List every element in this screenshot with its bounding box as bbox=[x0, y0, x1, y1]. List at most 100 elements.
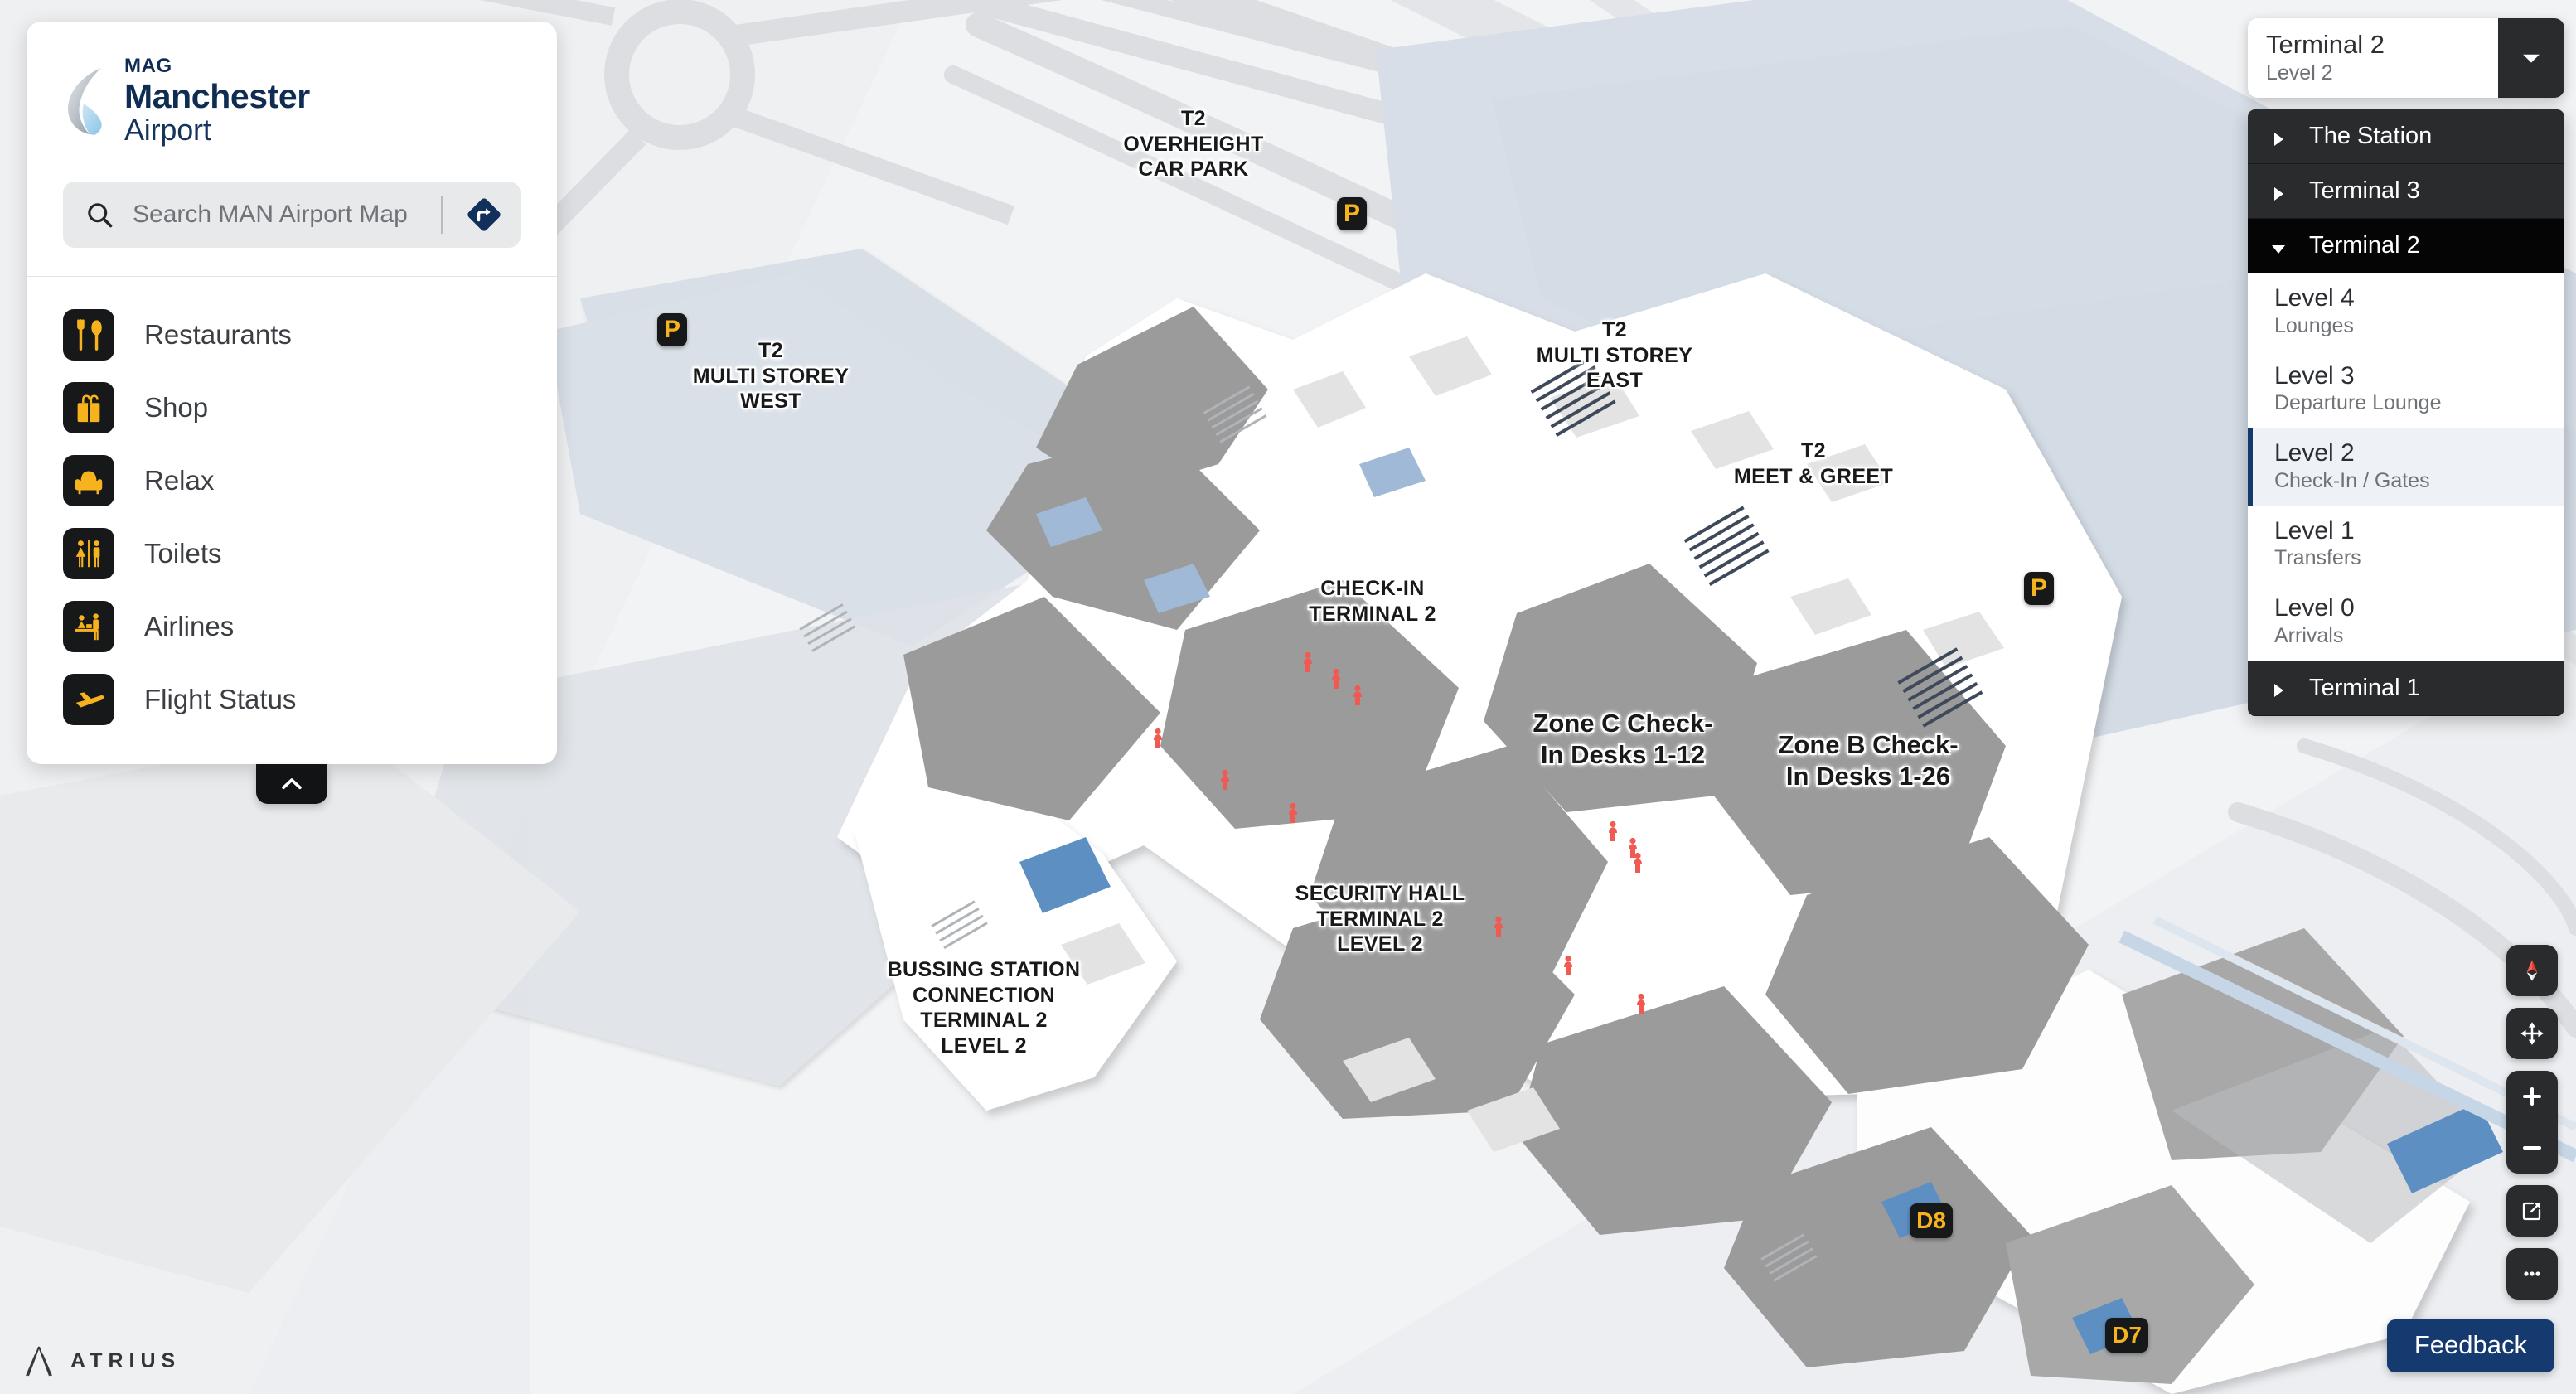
triangle-right-icon bbox=[2269, 128, 2288, 146]
parking-marker[interactable]: P bbox=[2024, 572, 2054, 605]
brand-logo[interactable]: MAG Manchester Airport bbox=[63, 56, 521, 145]
category-item-label: Relax bbox=[144, 465, 215, 496]
terminal-group-terminal-2[interactable]: Terminal 2 bbox=[2248, 219, 2564, 273]
terminal-group-label: Terminal 2 bbox=[2309, 232, 2420, 259]
zoom-in-icon bbox=[2523, 1087, 2541, 1106]
person-marker-icon bbox=[1629, 837, 1637, 858]
open-external-button[interactable] bbox=[2506, 1185, 2558, 1237]
compass-button[interactable] bbox=[2506, 945, 2558, 996]
category-item-label: Flight Status bbox=[144, 684, 297, 714]
check-in-desk-icon bbox=[63, 601, 114, 652]
terminal-group-label: The Station bbox=[2309, 123, 2433, 149]
dropdown-notch bbox=[2508, 109, 2535, 110]
level-name: Level 3 bbox=[2274, 361, 2355, 390]
sidebar-header: MAG Manchester Airport bbox=[27, 22, 557, 276]
terminal-group-the-station[interactable]: The Station bbox=[2248, 109, 2564, 164]
category-item-shop[interactable]: Shop bbox=[27, 371, 557, 444]
atrius-wordmark: ATRIUS bbox=[70, 1348, 182, 1372]
cutlery-icon bbox=[63, 309, 114, 361]
logo-sub-text: Airport bbox=[124, 113, 211, 147]
person-marker-icon bbox=[1304, 651, 1312, 672]
category-item-label: Shop bbox=[144, 392, 209, 423]
person-marker-icon bbox=[1353, 685, 1362, 705]
category-item-label: Toilets bbox=[144, 538, 222, 569]
person-marker-icon bbox=[1564, 955, 1572, 975]
more-options-button[interactable] bbox=[2506, 1248, 2558, 1300]
shopping-bag-icon bbox=[63, 382, 114, 433]
level-description: Transfers bbox=[2274, 546, 2361, 570]
current-terminal-label: Terminal 2 bbox=[2266, 29, 2385, 59]
category-item-restaurants[interactable]: Restaurants bbox=[27, 298, 557, 371]
compass-icon bbox=[2526, 960, 2538, 981]
logo-name-text: Manchester bbox=[124, 77, 310, 115]
level-name: Level 4 bbox=[2274, 284, 2355, 312]
terminal-group-terminal-1[interactable]: Terminal 1 bbox=[2248, 661, 2564, 716]
search-divider bbox=[441, 196, 443, 234]
armchair-icon bbox=[63, 455, 114, 506]
parking-marker[interactable]: P bbox=[1337, 197, 1367, 230]
gate-marker-d7[interactable]: D7 bbox=[2105, 1318, 2148, 1353]
zoom-out-button[interactable] bbox=[2506, 1122, 2558, 1174]
terminal-group-label: Terminal 1 bbox=[2309, 674, 2420, 701]
sidebar-panel: MAG Manchester Airport bbox=[27, 22, 557, 804]
terminal-selector-header[interactable]: Terminal 2 Level 2 bbox=[2248, 18, 2564, 98]
sidebar-collapse-button[interactable] bbox=[256, 764, 327, 804]
airplane-icon bbox=[63, 674, 114, 725]
pan-button[interactable] bbox=[2506, 1008, 2558, 1059]
category-item-relax[interactable]: Relax bbox=[27, 444, 557, 517]
person-marker-icon bbox=[1494, 916, 1503, 937]
zoom-out-icon bbox=[2523, 1146, 2541, 1150]
triangle-down-icon bbox=[2269, 237, 2288, 255]
category-item-label: Restaurants bbox=[144, 319, 292, 350]
zoom-control-group bbox=[2506, 1071, 2558, 1174]
current-level-label: Level 2 bbox=[2266, 61, 2333, 85]
level-description: Arrivals bbox=[2274, 623, 2344, 647]
level-name: Level 2 bbox=[2274, 439, 2355, 467]
sidebar-divider bbox=[27, 276, 557, 277]
category-item-flight-status[interactable]: Flight Status bbox=[27, 663, 557, 736]
level-description: Check-In / Gates bbox=[2274, 468, 2430, 492]
category-item-label: Airlines bbox=[144, 611, 235, 641]
triangle-right-icon bbox=[2269, 182, 2288, 201]
terminal-dropdown-toggle[interactable] bbox=[2498, 18, 2564, 98]
person-marker-icon bbox=[1332, 668, 1340, 689]
person-marker-icon bbox=[1221, 769, 1229, 790]
person-marker-icon bbox=[1154, 728, 1162, 748]
search-input[interactable] bbox=[133, 201, 436, 229]
terminal-group-terminal-3[interactable]: Terminal 3 bbox=[2248, 164, 2564, 219]
logo-mag-text: MAG bbox=[124, 55, 172, 77]
person-marker-icon bbox=[1609, 820, 1617, 841]
triangle-right-icon bbox=[2269, 679, 2288, 698]
level-name: Level 1 bbox=[2274, 516, 2355, 545]
level-name: Level 0 bbox=[2274, 594, 2355, 622]
feedback-button[interactable]: Feedback bbox=[2386, 1319, 2554, 1372]
pan-arrows-icon bbox=[2520, 1022, 2544, 1045]
person-marker-icon bbox=[1637, 993, 1645, 1014]
restroom-icon bbox=[63, 528, 114, 579]
directions-arrow-icon bbox=[467, 198, 501, 231]
chevron-up-icon bbox=[282, 778, 302, 790]
parking-marker[interactable]: P bbox=[657, 313, 687, 346]
search-bar[interactable] bbox=[63, 182, 521, 248]
external-link-icon bbox=[2522, 1202, 2541, 1221]
attribution: ATRIUS bbox=[22, 1343, 181, 1379]
category-item-toilets[interactable]: Toilets bbox=[27, 517, 557, 590]
terminal-selector-current: Terminal 2 Level 2 bbox=[2248, 18, 2498, 98]
zoom-in-button[interactable] bbox=[2506, 1071, 2558, 1122]
level-description: Lounges bbox=[2274, 313, 2354, 337]
person-marker-icon bbox=[1634, 852, 1642, 873]
gate-marker-d8[interactable]: D8 bbox=[1910, 1203, 1953, 1238]
category-item-airlines[interactable]: Airlines bbox=[27, 590, 557, 663]
terminal-group-label: Terminal 3 bbox=[2309, 177, 2420, 204]
atrius-logo-icon bbox=[26, 1346, 52, 1377]
directions-button[interactable] bbox=[461, 191, 507, 238]
